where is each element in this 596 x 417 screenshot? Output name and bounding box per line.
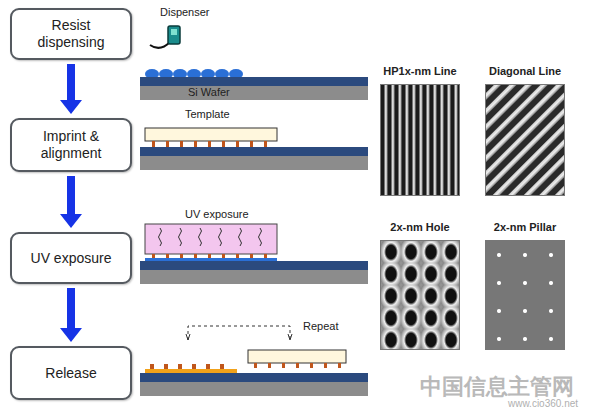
template bbox=[145, 128, 277, 147]
part-label: UV exposure bbox=[185, 208, 249, 220]
watermark: 中国信息主管网 bbox=[420, 372, 574, 402]
part-label: Repeat bbox=[303, 320, 338, 332]
wafer bbox=[140, 77, 368, 100]
released-resist bbox=[145, 350, 346, 373]
image-title: 2x-nm Hole bbox=[371, 221, 469, 233]
flow-arrow bbox=[60, 64, 82, 114]
step-label: Imprint & alignment bbox=[18, 128, 124, 162]
image-title: HP1x-nm Line bbox=[371, 65, 469, 77]
sem-texture bbox=[486, 241, 564, 349]
part-label: Template bbox=[185, 108, 230, 120]
process-box: Imprint & alignment bbox=[10, 118, 132, 172]
image-title: 2x-nm Pillar bbox=[476, 221, 574, 233]
sem-image: HP1x-nm Line bbox=[380, 84, 460, 196]
sem-texture bbox=[381, 241, 459, 349]
part-label: Si Wafer bbox=[188, 86, 230, 98]
process-box: UV exposure bbox=[10, 232, 132, 284]
sem-image: 2x-nm Hole bbox=[380, 240, 460, 350]
watermark: www.cio360.net bbox=[508, 398, 578, 409]
uv-light bbox=[145, 224, 277, 261]
wafer bbox=[140, 373, 368, 396]
step-label: Resist dispensing bbox=[18, 17, 124, 51]
part-label: Dispenser bbox=[160, 6, 210, 18]
step-label: Release bbox=[45, 365, 96, 382]
flow-arrow bbox=[60, 288, 82, 342]
sem-image: Diagonal Line bbox=[485, 84, 565, 196]
dispenser-icon bbox=[150, 26, 180, 48]
sem-texture bbox=[486, 85, 564, 195]
process-box: Release bbox=[10, 346, 132, 400]
process-box: Resist dispensing bbox=[10, 8, 132, 60]
flow-arrow bbox=[60, 176, 82, 228]
step-label: UV exposure bbox=[31, 250, 112, 267]
image-title: Diagonal Line bbox=[476, 65, 574, 77]
sem-image: 2x-nm Pillar bbox=[485, 240, 565, 350]
sem-texture bbox=[381, 85, 459, 195]
wafer bbox=[140, 147, 368, 170]
wafer bbox=[140, 261, 368, 284]
repeat-bracket bbox=[186, 326, 292, 340]
